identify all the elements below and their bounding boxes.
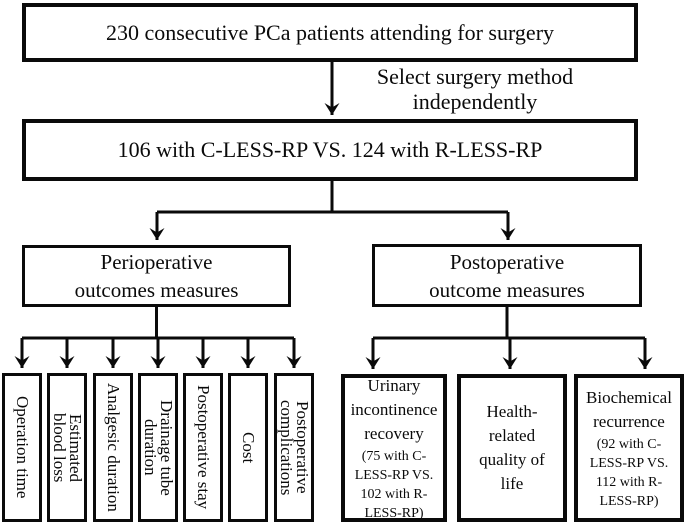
measure-strip-drainage-tube-duration: Drainage tube duration	[138, 373, 178, 522]
method-selection-label: Select surgery method independently	[376, 64, 574, 114]
outcome-sample-note: (92 with C- LESS-RP VS. 112 with R- LESS…	[589, 436, 669, 509]
measure-label: Postoperative stay	[194, 385, 213, 510]
measure-strip-analgesic-duration: Analgesic duration	[93, 373, 133, 522]
outcome-box-health-related-qol: Health- related quality of life	[457, 374, 567, 522]
measure-label: Estimated blood loss	[50, 412, 85, 483]
perioperative-outcomes-box: Perioperative outcomes measures	[22, 245, 291, 307]
measure-strip-estimated-blood-loss: Estimated blood loss	[47, 373, 87, 522]
measure-label: Drainage tube duration	[141, 399, 176, 496]
measure-label: Analgesic duration	[104, 383, 123, 512]
measure-label: Postoperative complications	[277, 399, 312, 496]
comparison-box-label: 106 with C-LESS-RP VS. 124 with R-LESS-R…	[117, 137, 543, 162]
perioperative-outcomes-label: Perioperative outcomes measures	[74, 250, 239, 302]
measure-strip-postoperative-complications: Postoperative complications	[274, 373, 314, 522]
measure-label: Operation time	[13, 396, 32, 499]
outcome-title: Biochemical recurrence	[586, 387, 672, 431]
postoperative-outcomes-label: Postoperative outcome measures	[429, 249, 585, 302]
patients-box-label: 230 consecutive PCa patients attending f…	[105, 19, 555, 45]
measure-strip-operation-time: Operation time	[2, 373, 42, 522]
measure-strip-postoperative-stay: Postoperative stay	[183, 373, 223, 522]
outcome-title: Urinary incontinence recovery	[350, 375, 438, 443]
outcome-title: Health- related quality of life	[479, 401, 545, 493]
outcome-sample-note: (75 with C- LESS-RP VS. 102 with R- LESS…	[354, 448, 434, 521]
outcome-box-biochemical-recurrence: Biochemical recurrence (92 with C- LESS-…	[574, 374, 684, 522]
measure-strip-cost: Cost	[228, 373, 268, 522]
comparison-box: 106 with C-LESS-RP VS. 124 with R-LESS-R…	[22, 119, 638, 181]
patients-box: 230 consecutive PCa patients attending f…	[22, 3, 638, 62]
postoperative-outcomes-box: Postoperative outcome measures	[372, 244, 642, 307]
outcome-box-urinary-incontinence: Urinary incontinence recovery (75 with C…	[341, 374, 447, 522]
measure-label: Cost	[239, 431, 258, 464]
